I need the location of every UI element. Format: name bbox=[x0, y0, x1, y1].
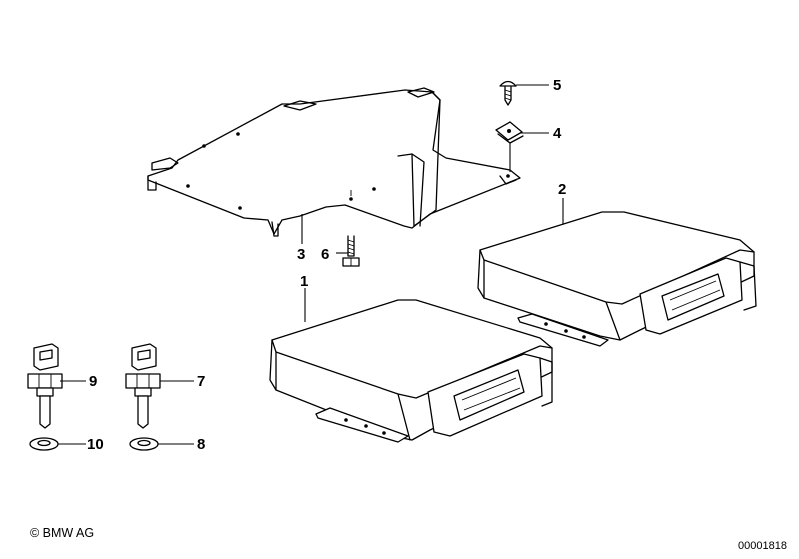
temperature-sensor-right[interactable] bbox=[125, 343, 161, 429]
control-unit-front[interactable] bbox=[269, 299, 553, 443]
temperature-sensor-left[interactable] bbox=[27, 343, 63, 429]
callout-1: 1 bbox=[300, 273, 308, 290]
control-unit-rear[interactable] bbox=[477, 211, 757, 347]
callout-10: 10 bbox=[87, 436, 104, 453]
callout-3: 3 bbox=[297, 246, 305, 263]
sealing-washer-left[interactable] bbox=[29, 437, 59, 451]
callout-5: 5 bbox=[553, 77, 561, 94]
callout-9: 9 bbox=[89, 373, 97, 390]
sealing-washer-right[interactable] bbox=[129, 437, 159, 451]
screw[interactable] bbox=[499, 80, 517, 106]
leader-lines bbox=[58, 84, 564, 445]
callout-6: 6 bbox=[321, 246, 329, 263]
copyright-label: © BMW AG bbox=[30, 526, 95, 540]
diagram-id-label: 00001818 bbox=[738, 540, 787, 552]
callout-2: 2 bbox=[558, 181, 566, 198]
callout-4: 4 bbox=[553, 125, 562, 142]
mounting-bracket[interactable] bbox=[147, 87, 521, 237]
clip-nut[interactable] bbox=[495, 121, 524, 144]
bolt[interactable] bbox=[342, 235, 360, 267]
callout-7: 7 bbox=[197, 373, 205, 390]
callout-8: 8 bbox=[197, 436, 205, 453]
